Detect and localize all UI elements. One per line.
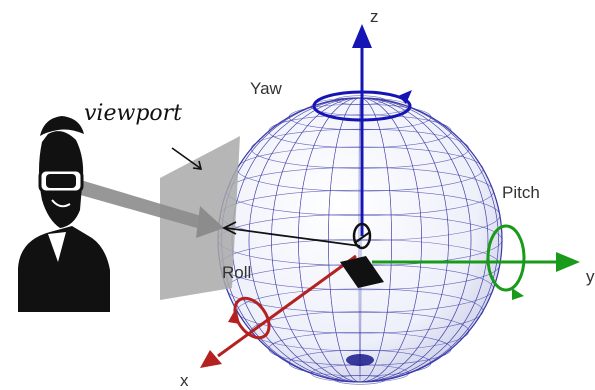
x-axis-label: x (180, 371, 189, 390)
z-axis (352, 24, 372, 236)
south-pole-dot (346, 354, 374, 366)
gaze-arrow (70, 178, 224, 238)
roll-rotation-icon (228, 296, 271, 340)
viewer-icon (18, 116, 110, 312)
viewport-pointer (171, 147, 201, 169)
roll-label: Roll (222, 263, 251, 282)
center-pointer (221, 221, 361, 247)
origin-marker (340, 222, 384, 288)
pitch-rotation-icon (486, 224, 526, 300)
y-axis-label: y (586, 267, 595, 286)
viewport-label: viewport (84, 101, 182, 126)
x-axis (200, 254, 357, 368)
yaw-rotation-icon (312, 90, 412, 122)
y-axis (372, 252, 580, 272)
pitch-label: Pitch (502, 183, 540, 202)
z-axis-label: z (370, 7, 379, 26)
yaw-label: Yaw (250, 79, 283, 98)
